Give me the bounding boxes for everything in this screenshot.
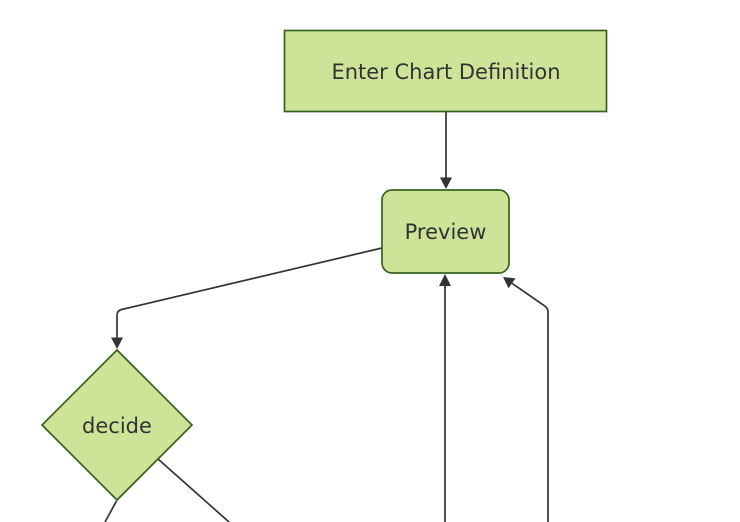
arrowhead-preview-to-decide [111,337,123,349]
node-preview-shape [381,189,510,274]
edge-offscreen-right-to-preview [511,282,549,522]
node-decide: decide [40,348,194,502]
node-preview-label: Preview [405,220,487,244]
arrowhead-offscreen-center-to-preview [439,274,451,286]
node-enter-chart-definition: Enter Chart Definition [283,29,608,113]
node-enter-chart-definition-label: Enter Chart Definition [331,60,560,84]
node-decide-label: decide [82,414,152,438]
edge-preview-to-decide [116,247,383,338]
node-decide-shape [40,348,194,502]
edge-decide-to-offscreen-right [157,458,230,522]
edge-layer [104,112,549,522]
edge-decide-to-offscreen-left [104,500,118,522]
arrowhead-offscreen-right-to-preview [503,277,516,289]
arrowhead-enter-to-preview [440,177,452,189]
node-enter-chart-definition-shape [283,29,608,113]
node-preview: Preview [381,189,510,274]
